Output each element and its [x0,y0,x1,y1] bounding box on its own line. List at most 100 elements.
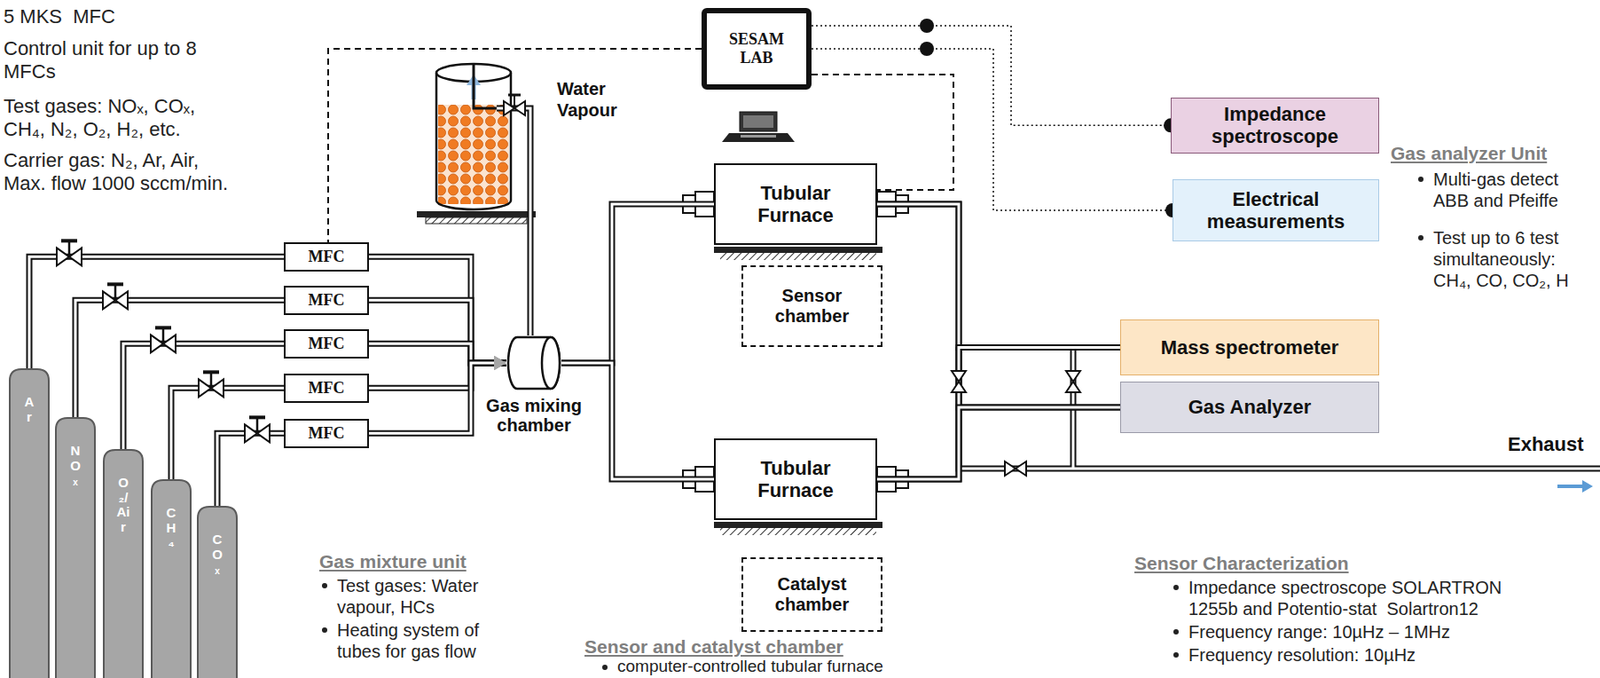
signal-line [328,48,702,243]
node-text: Impedance spectroscope [1180,102,1370,149]
node-text: MFC [308,247,346,267]
text-wrap: Gas mixing chamber [485,395,583,435]
text-wrap: MFC [308,290,346,310]
arrow-head [494,355,507,370]
section-heading: Sensor and catalyst chamber [584,635,869,658]
text-wrap: NOₓ [69,443,83,488]
node-text: Electrical measurements [1182,188,1370,234]
bullet-dot [602,664,608,670]
label-text: Sensor Characterization [1134,552,1350,573]
node-text: Tubular Furnace [742,456,849,502]
node-text: NOₓ [69,443,83,488]
node-text: Gas mixing chamber [485,395,583,435]
note-text: Test up to 6 test simultaneously: CH₄, C… [1415,227,1593,291]
label-text: Carrier gas: N₂, Ar, Air, Max. flow 1000… [3,149,228,195]
bullet-dot [321,582,328,589]
label-text: Control unit for up to 8 MFCs [3,37,203,83]
text-wrap: MFC [308,378,346,398]
instrument-box: Mass spectrometer [1120,319,1380,376]
note-text: Multi-gas detect ABB and Pfeiffe [1415,168,1585,212]
node-text: Ar [23,394,37,424]
node-text: MFC [308,378,346,398]
gas-cylinder: NOₓ [54,416,96,678]
laptop-icon [721,111,795,142]
node-text: MFC [308,334,346,353]
gas-tube [123,343,284,449]
node-text: O₂/Air [117,475,131,534]
text-wrap: Catalyst chamber [760,573,863,615]
note-text: Control unit for up to 8 MFCs [3,37,239,85]
text-wrap: Ar [23,394,37,424]
cylinder-body [151,479,191,678]
note-text: Test gases: Water vapour, HCs [319,574,497,618]
note-text: Heating system of tubes for gas flow [319,619,497,662]
instrument-box: Gas Analyzer [1120,381,1380,433]
note-text: computer-controlled tubular furnace [599,656,902,677]
label-text: Frequency range: 10µHz – 1MHz [1188,621,1451,642]
text-wrap: Mass spectrometer [1160,336,1340,359]
text-wrap: Gas Analyzer [1188,395,1312,418]
arrow-head [494,355,507,370]
furnace-base [713,246,883,535]
arrow-head [494,355,507,370]
node-text: Tubular Furnace [742,181,849,228]
section-heading: Sensor Characterization [1134,551,1419,574]
text-wrap: MFC [308,247,346,267]
chamber-box: Catalyst chamber [741,556,883,632]
text-wrap: CH₄ [164,505,179,550]
gas-tube [368,299,507,370]
note-text: Impedance spectroscope SOLARTRON 1255b a… [1170,576,1526,620]
label-text: Impedance spectroscope SOLARTRON 1255b a… [1188,577,1507,619]
mfc-box: MFC [283,373,369,403]
note-text: Water Vapour [556,78,657,121]
mfc-box: MFC [283,242,369,272]
text-wrap: SESAM LAB [724,30,789,67]
node-text: COₓ [211,532,225,577]
label-text: computer-controlled tubular furnace [617,656,884,675]
node-text: CH₄ [164,505,179,550]
valve-symbol [244,416,270,442]
text-wrap: COₓ [211,532,225,577]
label-text: Multi-gas detect ABB and Pfeiffe [1433,169,1563,211]
gas-tube [877,203,1121,348]
text-wrap: MFC [308,423,346,443]
gas-tube [561,362,714,479]
arrow-head [494,355,507,370]
node-text: Gas Analyzer [1188,395,1312,418]
label-text: 5 MKS MFC [3,5,116,28]
text-wrap: Tubular Furnace [742,456,849,502]
gas-tube [368,355,507,433]
valve-symbol [102,283,128,309]
gas-tube [368,343,507,370]
label-text: Test gases: Water vapour, HCs [337,575,484,617]
note-text: Exhaust [1507,432,1597,456]
gas-tube [561,203,714,363]
label-text: Heating system of tubes for gas flow [337,619,485,661]
gas-tube [368,256,507,370]
mfc-box: MFC [283,329,369,359]
note-text: 5 MKS MFC [3,5,270,29]
gas-cylinder: O₂/Air [102,448,144,678]
chamber-shape [506,335,562,391]
furnace-box: Tubular Furnace [713,163,878,245]
gas-cylinder: COₓ [196,505,238,678]
signal-line [811,18,1178,133]
controller-box: SESAM LAB [701,7,812,90]
valve-symbol [56,240,82,266]
cylinder-body [55,417,95,678]
node-text: SESAM LAB [724,30,789,67]
bullet-dot [1173,584,1179,590]
note-text: Carrier gas: N₂, Ar, Air, Max. flow 1000… [3,149,239,197]
label-text: Sensor and catalyst chamber [584,635,844,657]
node-text: MFC [308,423,346,443]
node-text: Catalyst chamber [760,573,863,615]
bullet-dot [1418,235,1424,241]
valve-symbol [951,370,1081,476]
mfc-box: MFC [283,418,369,448]
gas-tube [877,347,1121,480]
bullet-dot [1418,176,1424,182]
gas-cylinder: CH₄ [150,478,192,678]
mfc-box: MFC [283,285,369,315]
text-wrap: MFC [308,334,346,353]
label-text: Gas mixture unit [319,550,467,572]
